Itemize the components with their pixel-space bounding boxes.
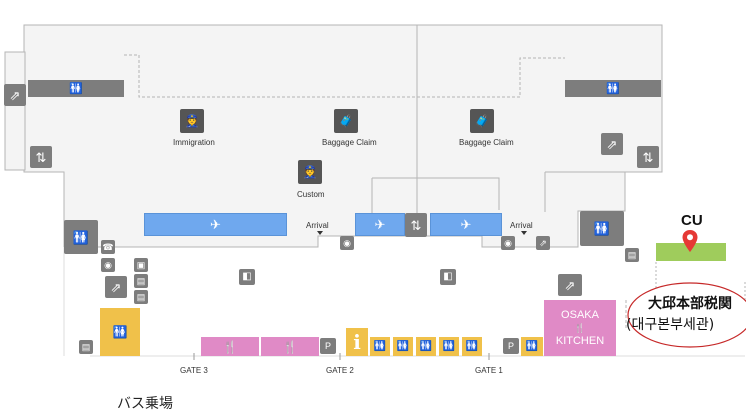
- restroom-icon: 🚻: [462, 337, 482, 356]
- atm-icon: ▤: [134, 274, 148, 288]
- custom-label: Custom: [297, 190, 325, 199]
- highlight-ellipse: [627, 282, 746, 348]
- restroom-icon: 🚻: [416, 337, 436, 356]
- customs-officer-icon: ◧: [239, 269, 255, 285]
- elevator-icon[interactable]: ⇅: [30, 146, 52, 168]
- gate-3-label: GATE 3: [180, 366, 208, 375]
- restroom-icon: 🚻: [439, 337, 459, 356]
- phone-icon: ☎: [101, 240, 115, 254]
- parking-icon: P: [503, 338, 519, 354]
- osaka-kitchen-line2: KITCHEN: [555, 335, 605, 347]
- escalator-icon[interactable]: ⇗: [105, 276, 127, 298]
- atm-icon: ▤: [79, 340, 93, 354]
- airplane-icon: ✈: [430, 213, 502, 236]
- osaka-kitchen-restaurant[interactable]: OSAKA 🍴 KITCHEN: [544, 300, 616, 356]
- cu-store[interactable]: [656, 243, 726, 261]
- airplane-icon: ✈: [144, 213, 287, 236]
- map-pin-icon[interactable]: [681, 229, 699, 253]
- arrival-arrow-icon: [317, 231, 323, 235]
- fork-knife-icon[interactable]: 🍴: [261, 337, 319, 356]
- restroom-icon[interactable]: 🚻: [64, 220, 98, 254]
- escalator-icon[interactable]: ⇗: [601, 133, 623, 155]
- customs-office-kr-label: (대구본부세관): [626, 317, 715, 333]
- restroom-icon[interactable]: 🚻: [565, 80, 661, 97]
- fork-knife-icon: 🍴: [574, 323, 586, 333]
- bus-icon: ▣: [134, 258, 148, 272]
- arrival-label: Arrival: [510, 221, 533, 230]
- atm-icon: ▤: [134, 290, 148, 304]
- airplane-icon: ✈: [355, 213, 405, 236]
- escalator-icon[interactable]: ⇗: [558, 274, 582, 296]
- restroom-icon[interactable]: 🚻: [580, 211, 624, 246]
- restroom-icon[interactable]: 🚻: [100, 308, 140, 356]
- cu-label: CU: [681, 212, 703, 229]
- elevator-icon[interactable]: ⇅: [405, 213, 427, 237]
- baggage-claim-icon: 🧳: [470, 109, 494, 133]
- immigration-officer-icon: 👮: [180, 109, 204, 133]
- customs-office-jp-label: 大邱本部税関: [648, 296, 732, 312]
- gate-2-label: GATE 2: [326, 366, 354, 375]
- escalator-icon: ⇗: [536, 236, 550, 250]
- nursery-icon: ◉: [501, 236, 515, 250]
- nursery-icon: ◉: [101, 258, 115, 272]
- parking-icon: P: [320, 338, 336, 354]
- bus-stop-label: バス乗場: [117, 396, 173, 412]
- baggage-claim-label: Baggage Claim: [322, 138, 377, 147]
- fork-knife-icon[interactable]: 🍴: [201, 337, 259, 356]
- atm-icon: ▤: [625, 248, 639, 262]
- baggage-claim-icon: 🧳: [334, 109, 358, 133]
- customs-officer-icon: 👮: [298, 160, 322, 184]
- escalator-icon[interactable]: ⇗: [4, 84, 26, 106]
- arrival-arrow-icon: [521, 231, 527, 235]
- restroom-icon: 🚻: [393, 337, 413, 356]
- arrival-label: Arrival: [306, 221, 329, 230]
- baggage-claim-label: Baggage Claim: [459, 138, 514, 147]
- gate-1-label: GATE 1: [475, 366, 503, 375]
- nursery-icon: ◉: [340, 236, 354, 250]
- osaka-kitchen-line1: OSAKA: [561, 309, 599, 321]
- restroom-icon[interactable]: 🚻: [28, 80, 124, 97]
- elevator-icon[interactable]: ⇅: [637, 146, 659, 168]
- restroom-icon: 🚻: [521, 337, 543, 356]
- restroom-icon: 🚻: [370, 337, 390, 356]
- immigration-label: Immigration: [173, 138, 215, 147]
- customs-officer-icon: ◧: [440, 269, 456, 285]
- information-icon[interactable]: i: [346, 328, 368, 356]
